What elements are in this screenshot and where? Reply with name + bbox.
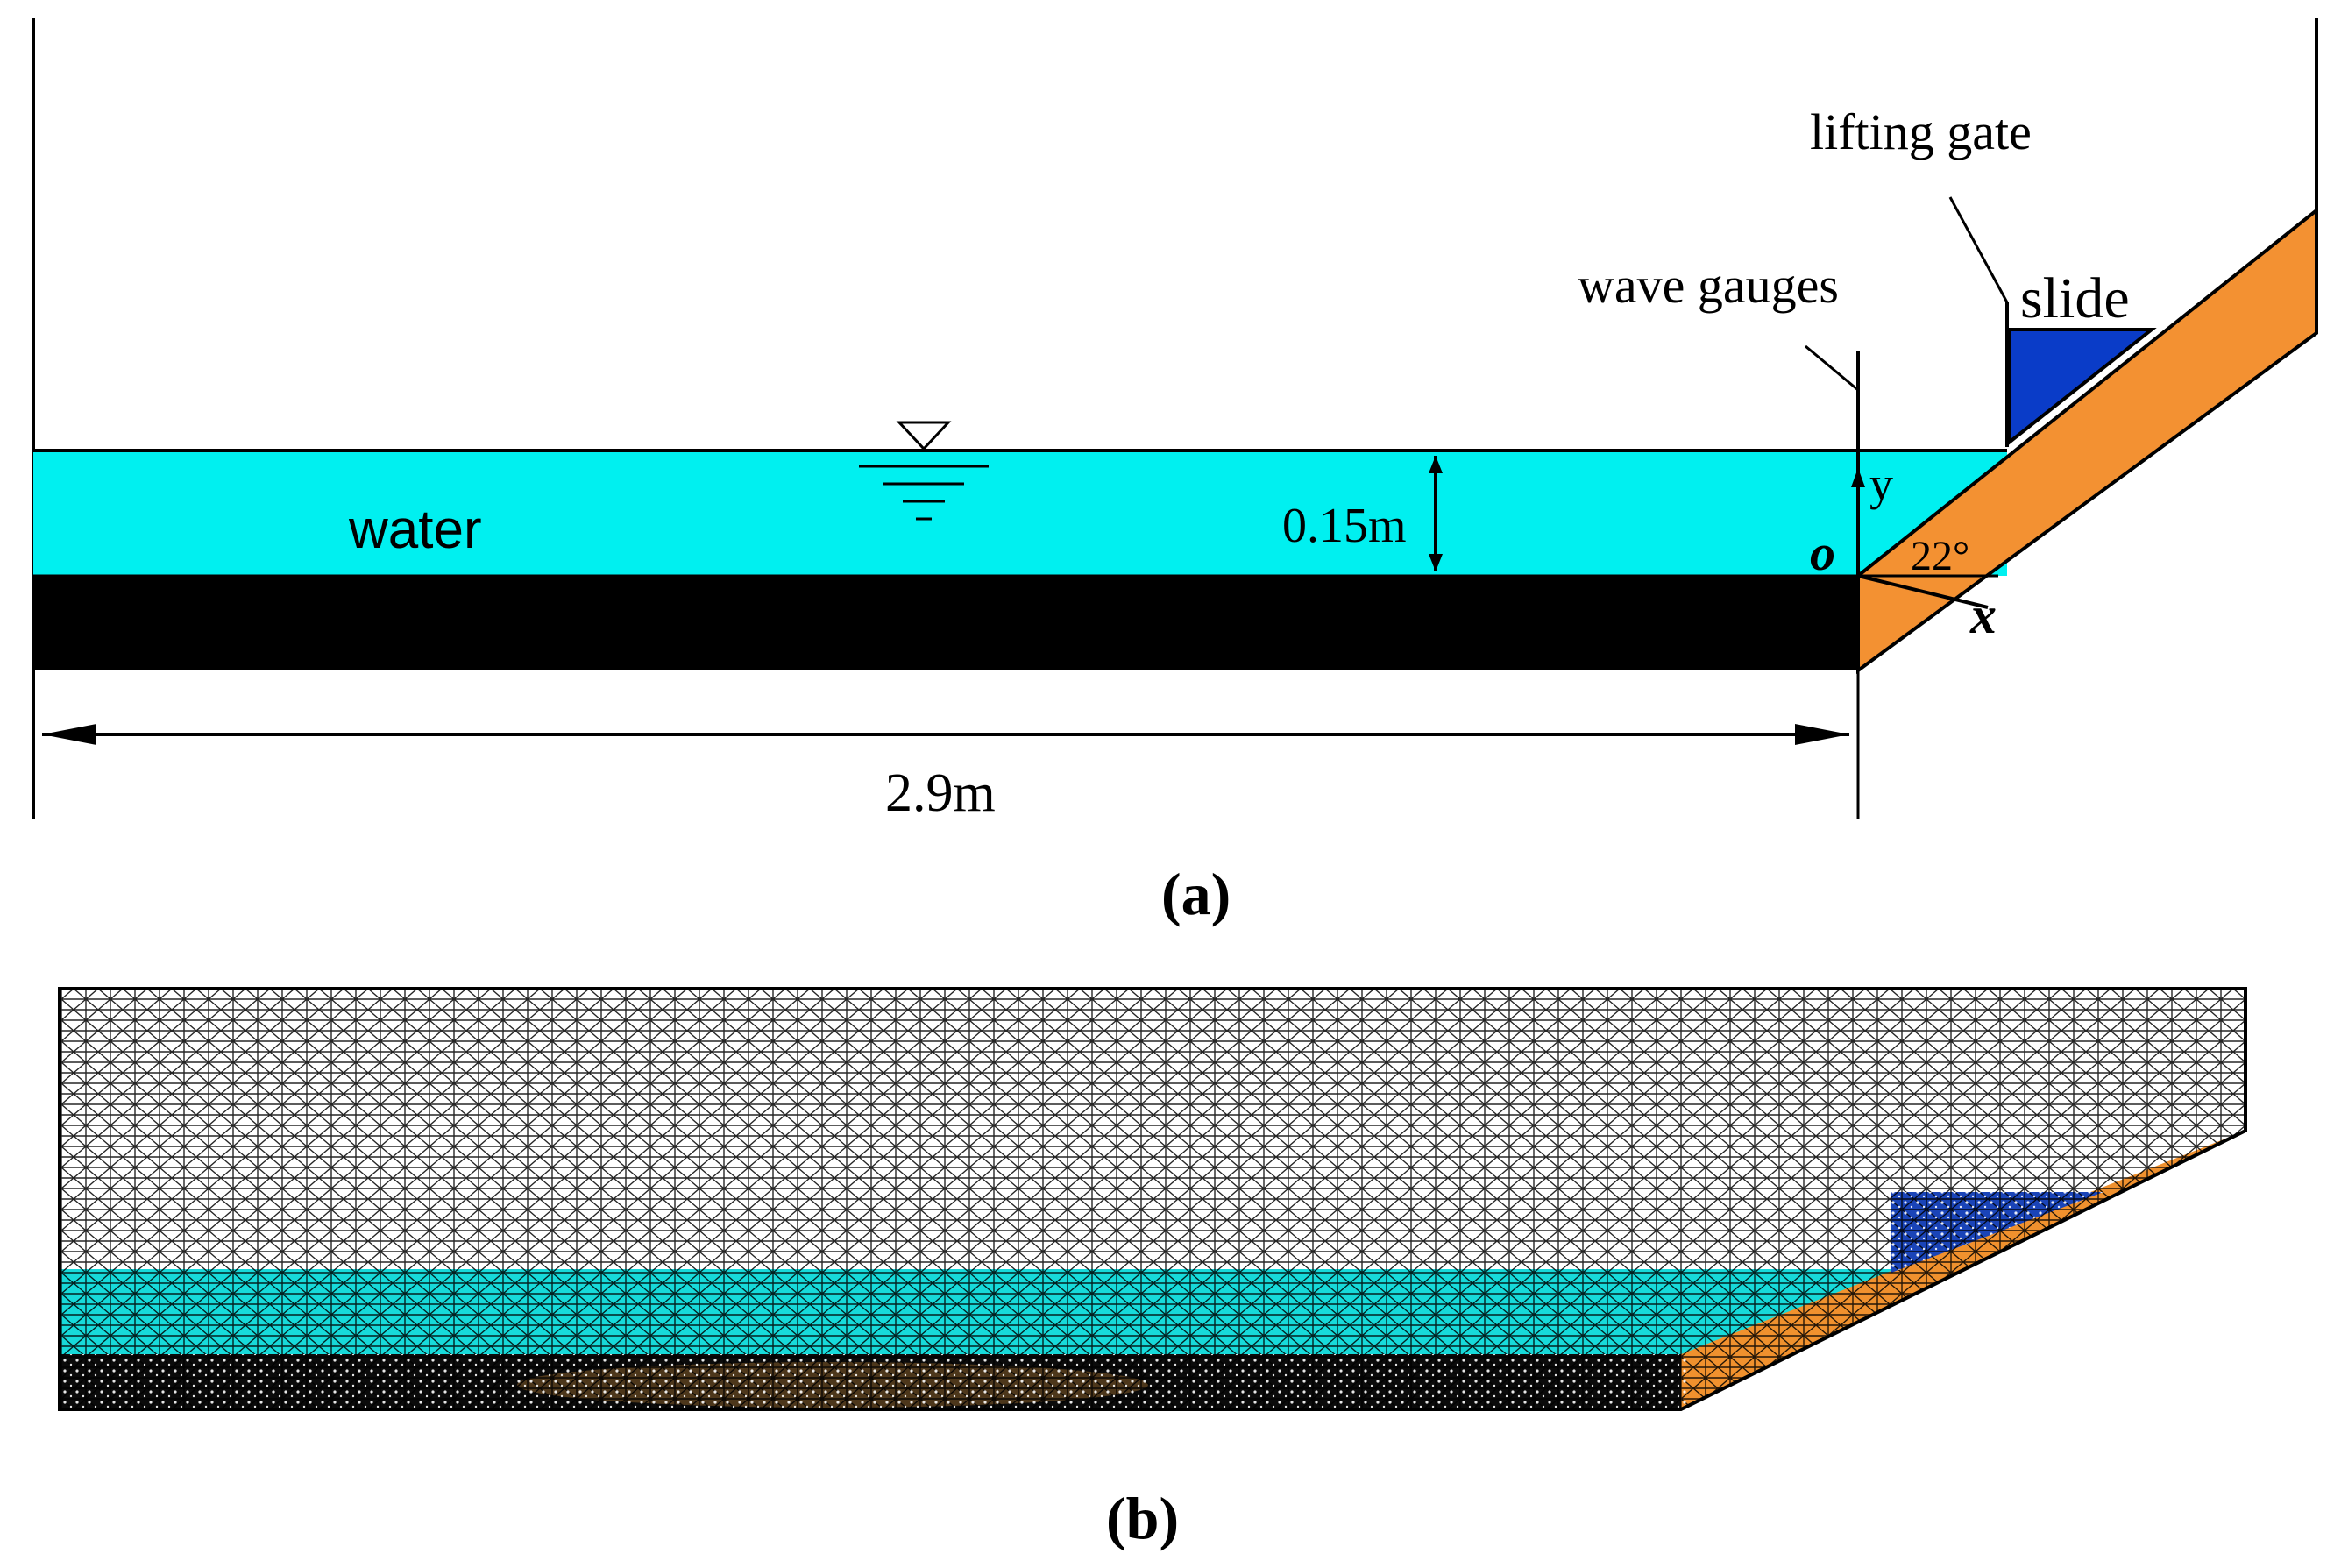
origin-label: o [1810,524,1835,581]
mesh-domain [60,989,2245,1409]
panel-a: lifting gate slide wave gauges water 0.1… [32,18,2318,927]
lifting-gate-label: lifting gate [1810,103,2032,160]
depth-label: 0.15m [1282,499,1407,553]
mesh-boundary [58,987,2247,1411]
caption-a: (a) [1161,861,1231,927]
y-axis-label: y [1869,458,1893,510]
length-label: 2.9m [885,763,996,823]
angle-label: 22° [1911,533,1969,579]
wave-gauge-leader [1805,344,1859,392]
panel-b: (b) [58,987,2247,1551]
slide-label: slide [2020,266,2130,330]
slope-ramp [1856,206,2318,674]
water-region [33,451,2007,576]
x-axis [1857,574,1989,609]
water-label: water [348,500,482,560]
x-axis-label: x [1969,586,1997,644]
lifting-gate-leader [1948,196,2009,303]
water-level-symbol [896,421,952,451]
caption-b: (b) [1106,1485,1179,1551]
channel-bed [33,576,1858,670]
wave-gauges-label: wave gauges [1578,257,1839,314]
